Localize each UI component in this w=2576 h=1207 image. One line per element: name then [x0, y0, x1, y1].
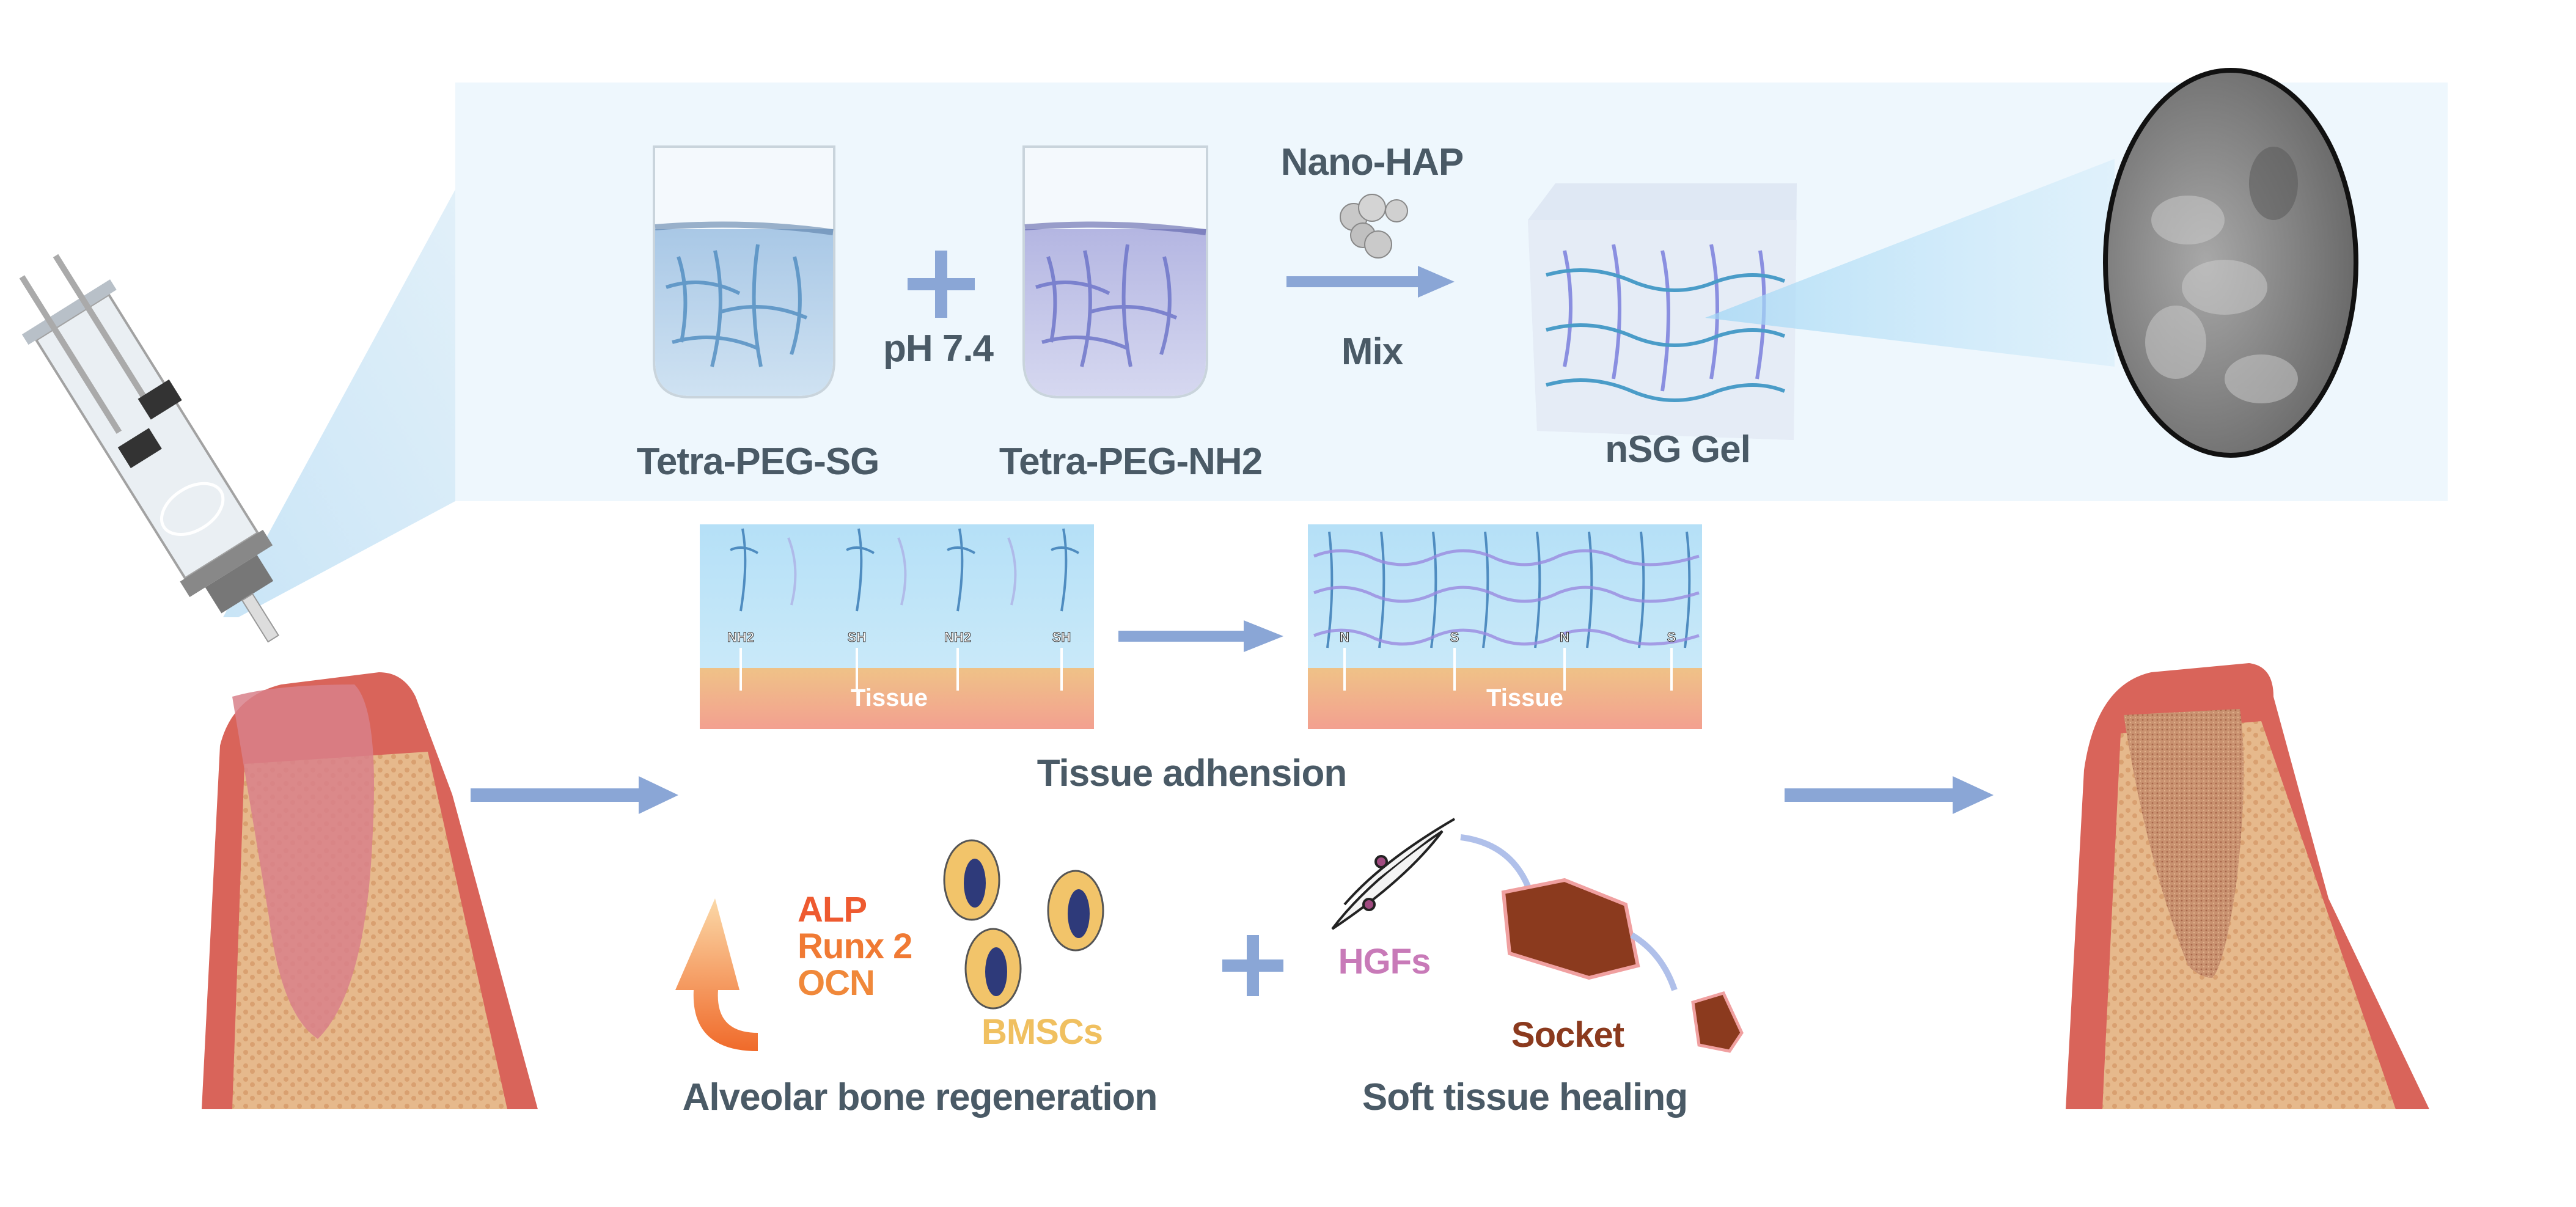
label-tissue-before: Tissue: [851, 684, 928, 711]
label-nsg-gel: nSG Gel: [1605, 428, 1751, 471]
socket-large: [1501, 878, 1640, 980]
label-ph: pH 7.4: [883, 328, 994, 370]
label-tetra-peg-sg: Tetra-PEG-SG: [636, 441, 880, 483]
label-socket: Socket: [1511, 1015, 1624, 1055]
label-mix: Mix: [1341, 331, 1403, 373]
hgf-cells: [1331, 818, 1456, 930]
group-s-2: S: [1667, 629, 1676, 645]
label-bmscs: BMSCs: [981, 1012, 1103, 1052]
mix-arrow-icon: [1286, 266, 1455, 298]
label-nano-hap: Nano-HAP: [1280, 141, 1464, 183]
tissue-panel-after: [1308, 524, 1702, 729]
group-nh2-1: NH2: [727, 629, 755, 645]
group-n-2: N: [1560, 629, 1570, 645]
group-nh2-2: NH2: [944, 629, 972, 645]
socket-with-gel: [202, 672, 538, 1109]
marker-ocn: OCN: [798, 963, 875, 1003]
caption-tissue-adhesion: Tissue adhension: [1037, 752, 1348, 794]
syringe: [19, 254, 279, 643]
process-arrow-left-icon: [471, 776, 678, 814]
bmsc-cells: [943, 839, 1104, 1010]
beaker-tetra-peg-sg: [653, 145, 835, 398]
nsg-gel-cube: [1528, 183, 1797, 440]
tissue-panel-before: [700, 524, 1094, 729]
sem-zoom-beam: [1705, 159, 2115, 367]
plus-icon-bottom: [1222, 935, 1283, 996]
caption-alveolar-bone-regeneration: Alveolar bone regeneration: [682, 1076, 1158, 1118]
label-hgfs: HGFs: [1338, 942, 1431, 981]
healing-arrow-2-icon: [1630, 932, 1678, 991]
beaker-tetra-peg-nh2: [1022, 145, 1208, 398]
zoom-beam: [223, 189, 455, 617]
process-arrow-right-icon: [1785, 776, 1994, 814]
label-tetra-peg-nh2: Tetra-PEG-NH2: [999, 441, 1263, 483]
sem-texture: [2145, 147, 2298, 403]
socket-small: [1691, 991, 1744, 1053]
group-sh-1: SH: [847, 629, 867, 645]
group-s-1: S: [1450, 629, 1459, 645]
group-n-1: N: [1340, 629, 1350, 645]
caption-soft-tissue-healing: Soft tissue healing: [1362, 1076, 1688, 1118]
healing-arrow-1-icon: [1460, 834, 1531, 887]
plus-icon: [908, 251, 975, 318]
marker-alp: ALP: [798, 890, 867, 930]
adhesion-arrow-icon: [1118, 620, 1283, 652]
upregulation-arrow-icon: [675, 898, 758, 1051]
group-sh-2: SH: [1052, 629, 1071, 645]
nano-hap-particles-icon: [1340, 194, 1408, 259]
label-tissue-after: Tissue: [1486, 684, 1563, 711]
marker-runx2: Runx 2: [798, 926, 912, 966]
healed-socket: [2066, 663, 2429, 1109]
